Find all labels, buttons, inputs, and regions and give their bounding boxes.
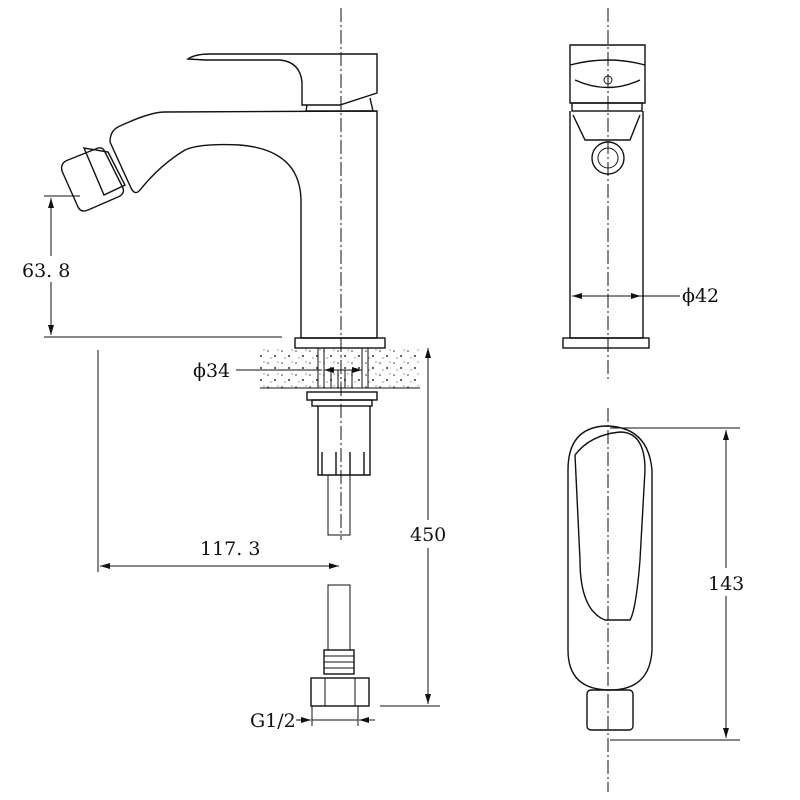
dim-body-diameter-label: ϕ42 (682, 285, 719, 307)
faucet-body (109, 110, 378, 339)
dim-thread: G1/2 (250, 706, 375, 732)
top-outline (567, 425, 653, 691)
front-handle (569, 44, 646, 104)
front-view: ϕ42 (562, 8, 719, 382)
dim-reach-label: 117. 3 (200, 538, 260, 560)
mount-shank-right (361, 347, 369, 389)
side-view (60, 8, 420, 707)
mount-nut (306, 391, 378, 401)
hex-nut (310, 677, 370, 707)
base-plate (294, 337, 386, 349)
front-nozzle (591, 141, 625, 175)
hose-lower (327, 584, 351, 651)
dim-nozzle-height-label: 63. 8 (22, 260, 70, 282)
mount-pipe (317, 406, 371, 476)
top-view: 143 (567, 408, 748, 792)
dim-reach: 117. 3 (97, 350, 339, 572)
nozzle (82, 147, 126, 196)
top-nozzle (586, 689, 634, 731)
dim-hose-length: 450 (380, 348, 448, 707)
dim-thread-label: G1/2 (250, 710, 296, 732)
dim-top-length-label: 143 (708, 573, 744, 595)
nozzle-tip (60, 147, 125, 212)
dim-hole-diameter-label: ϕ34 (193, 360, 230, 382)
hose-upper (327, 474, 351, 536)
dim-hose-length-label: 450 (410, 524, 446, 546)
front-base (562, 337, 650, 349)
dim-nozzle-height: 63. 8 (18, 195, 282, 338)
dim-hole-diameter: ϕ34 (193, 360, 362, 382)
front-body (569, 111, 644, 339)
lever-handle (185, 53, 378, 106)
countertop (260, 348, 420, 388)
